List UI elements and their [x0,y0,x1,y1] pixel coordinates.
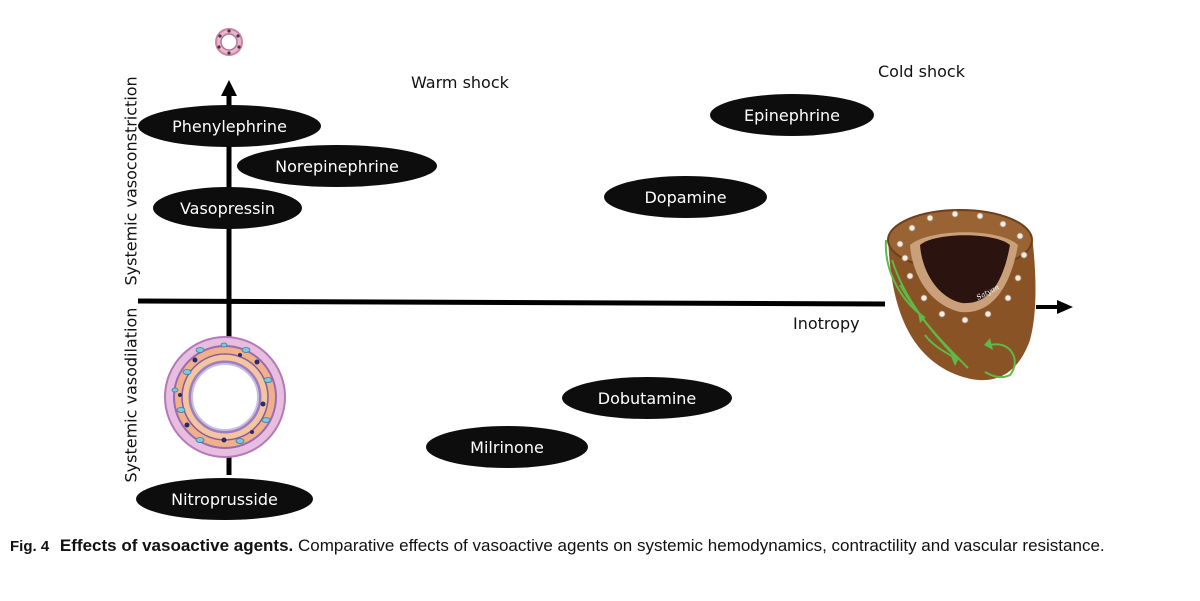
warm-shock-label: Warm shock [411,73,509,92]
figure-caption: Fig. 4 Effects of vasoactive agents. Com… [10,535,1182,557]
agent-norepinephrine: Norepinephrine [237,145,437,187]
agent-label: Nitroprusside [171,489,278,509]
agent-dopamine: Dopamine [604,176,767,218]
y-axis-top-label: Systemic vasoconstriction [121,76,141,286]
agent-label: Phenylephrine [172,116,287,136]
agent-label: Dobutamine [597,388,697,408]
y-axis-bottom-label: Systemic vasodilation [121,307,141,483]
dilated-vessel-icon [164,336,286,458]
agent-label: Milrinone [470,437,544,457]
agent-label: Vasopressin [179,198,276,218]
agent-milrinone: Milrinone [426,426,588,468]
agent-nitroprusside: Nitroprusside [136,478,313,520]
x-axis-label: Inotropy [793,314,860,333]
figure-title: Effects of vasoactive agents. [59,536,294,555]
agent-phenylephrine: Phenylephrine [138,105,321,147]
figure-caption-text: Comparative effects of vasoactive agents… [298,536,1105,555]
x-axis-line [137,298,886,307]
small-vessel-icon [215,28,243,56]
agent-dobutamine: Dobutamine [562,377,732,419]
agent-label: Epinephrine [744,105,840,125]
agent-label: Norepinephrine [275,156,399,176]
figure-number: Fig. 4 [10,538,50,555]
agent-epinephrine: Epinephrine [710,94,874,136]
y-axis-arrowhead [221,80,237,96]
agent-label: Dopamine [644,187,727,207]
agent-vasopressin: Vasopressin [153,187,302,229]
cold-shock-label: Cold shock [878,62,965,81]
x-axis-arrowhead [1057,300,1073,314]
heart-icon: Satyan [884,209,1036,381]
